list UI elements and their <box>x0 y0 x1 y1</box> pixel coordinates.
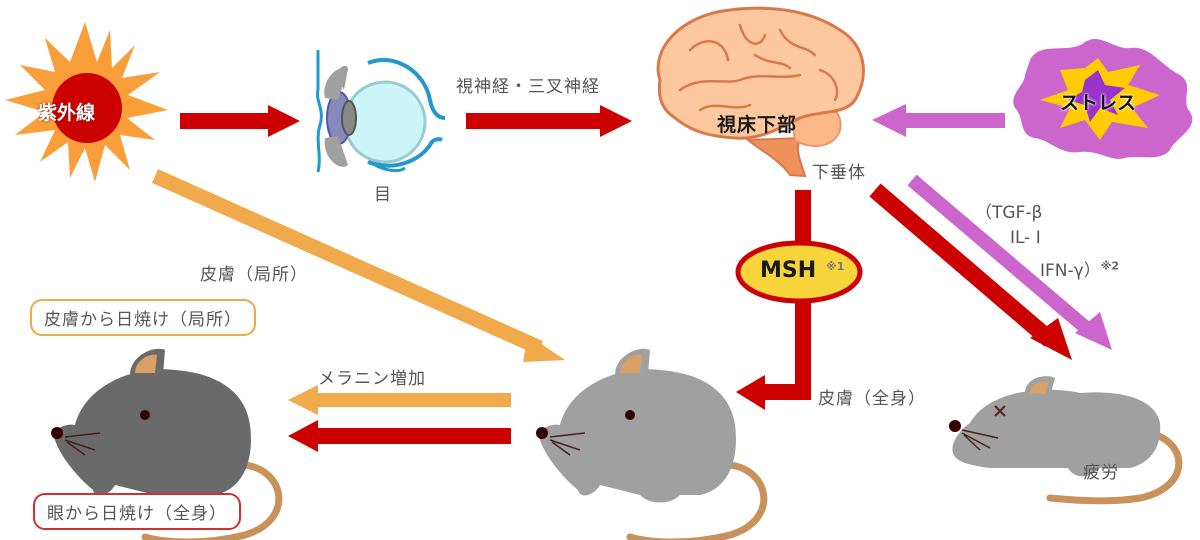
msh-label: MSH <box>760 258 817 283</box>
callout-whole-sunburn: 眼から日焼け（全身） <box>33 493 241 530</box>
sun-icon <box>5 22 168 182</box>
skin-whole-label: 皮膚（全身） <box>818 389 926 409</box>
pituitary-label: 下垂体 <box>812 163 866 183</box>
cytokine-line-3-text: IFN-γ） <box>1040 261 1101 281</box>
uv-label: 紫外線 <box>38 102 96 124</box>
cytokine-line-2: IL- I <box>1010 228 1041 248</box>
arrow-uv-to-mouse <box>151 169 565 362</box>
cytokine-line-3: IFN-γ）※2 <box>1040 256 1119 281</box>
melanin-label: メラニン増加 <box>318 369 426 389</box>
brainstem <box>745 136 807 178</box>
arrow-uv-to-eye <box>180 105 300 137</box>
fatigue-label: 疲労 <box>1083 463 1119 483</box>
sun-core <box>52 73 122 143</box>
arrow-eye-to-brain <box>466 105 632 137</box>
brain-icon <box>656 6 865 178</box>
dark-mouse-icon <box>51 349 279 540</box>
cytokine-note: ※2 <box>1100 259 1120 273</box>
arrow-melanin-red <box>288 420 511 452</box>
eye-label: 目 <box>374 185 392 205</box>
eye-icon <box>315 50 446 173</box>
gray-mouse-icon <box>536 349 764 540</box>
burst-core <box>1068 70 1125 122</box>
stress-label: ストレス <box>1060 92 1137 114</box>
arrow-brain-to-tired-red <box>869 183 1072 360</box>
callout-local-sunburn: 皮膚から日焼け（局所） <box>30 299 256 336</box>
arrow-stress-to-brain <box>872 104 1005 137</box>
msh-note: ※1 <box>826 260 845 273</box>
hypothalamus-label: 視床下部 <box>717 114 798 136</box>
optic-nerve-label: 視神経・三叉神経 <box>456 77 600 97</box>
tired-mouse-icon <box>949 376 1183 505</box>
burst-icon <box>1013 38 1193 159</box>
cytokine-line-1: （TGF-β <box>975 203 1043 223</box>
skin-local-label: 皮膚（局所） <box>200 265 308 285</box>
arrow-cytokines-purple <box>907 174 1112 350</box>
arrow-melanin-orange <box>288 385 511 415</box>
msh-oval <box>735 240 863 304</box>
